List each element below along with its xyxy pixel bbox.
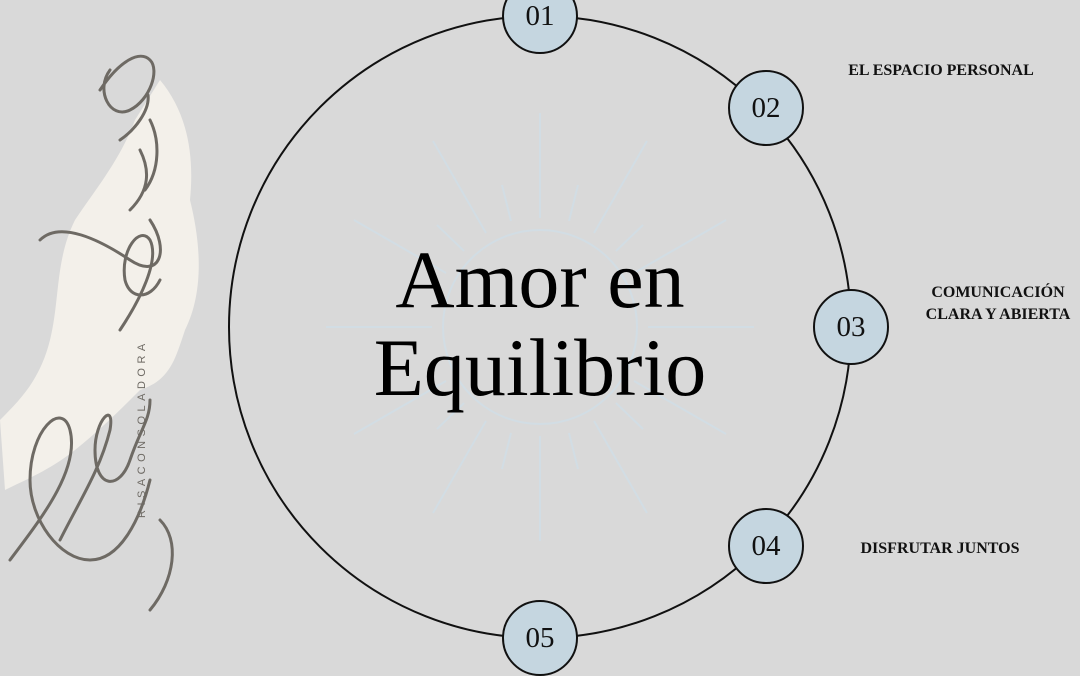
step-number: 05 bbox=[525, 621, 555, 654]
step-number: 04 bbox=[751, 529, 781, 562]
sun-motif-icon bbox=[326, 113, 754, 541]
diagram-title: Amor en Equilibrio bbox=[300, 236, 780, 412]
step-label-03-line-1: COMUNICACIÓN bbox=[931, 284, 1065, 301]
step-label-02: EL ESPACIO PERSONAL bbox=[848, 62, 1034, 79]
step-label-03-line-2: CLARA Y ABIERTA bbox=[925, 306, 1071, 323]
title-line-1: Amor en bbox=[395, 234, 685, 325]
step-number: 03 bbox=[836, 310, 866, 343]
title-line-2: Equilibrio bbox=[373, 322, 707, 413]
step-label-03: COMUNICACIÓN CLARA Y ABIERTA bbox=[910, 282, 1080, 326]
signature-logo bbox=[8, 54, 174, 612]
brand-subtitle: RISACONSOLADORA bbox=[136, 339, 148, 518]
step-node-05: 05 bbox=[502, 600, 578, 676]
step-node-03: 03 bbox=[813, 289, 889, 365]
step-label-04: DISFRUTAR JUNTOS bbox=[860, 540, 1020, 557]
step-number: 02 bbox=[751, 91, 781, 124]
step-number: 01 bbox=[525, 0, 555, 32]
step-node-02: 02 bbox=[728, 70, 804, 146]
step-node-04: 04 bbox=[728, 508, 804, 584]
